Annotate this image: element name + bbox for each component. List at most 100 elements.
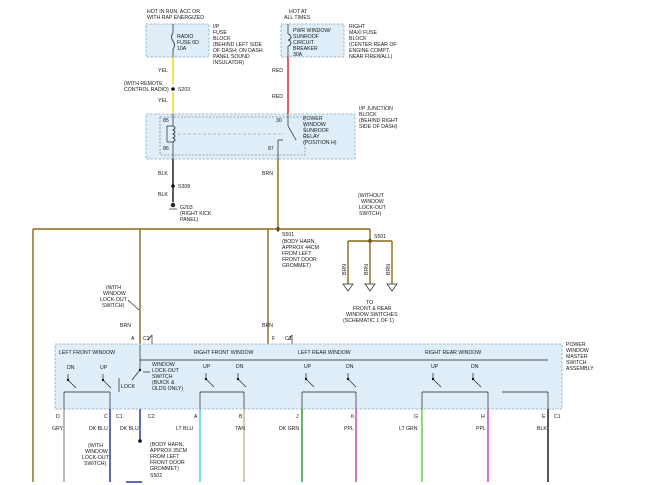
brn-a-label: BRN [342,264,348,275]
lr-dn: DN [346,364,354,370]
s502-with-3: LOCK-OUT [82,455,110,461]
s203-note-2: CONTROL RADIO) [124,87,169,93]
radio-fuse-symbol [171,32,175,50]
conn-f: F [272,336,275,342]
arrow-c [386,283,398,292]
to-switches-3: WINDOW SWITCHES [346,312,398,318]
rf-up: UP [203,364,211,370]
ground-symbol [170,202,176,208]
ip-fuse-loc-4: (BEHIND LEFT SIDE [213,42,262,48]
g203-loc-2: PANEL) [180,217,199,223]
pin-j: J [296,414,299,420]
s502-note-5: GROMMET) [150,466,179,472]
relay-pin-30: 30 [276,118,282,124]
section-right-rear: RIGHT REAR WINDOW [425,350,481,356]
lockout-label-3: SWITCH [152,374,173,380]
master-switch-assembly [54,343,563,410]
maxi-fuse-loc-4: (CENTER REAR OF [349,42,397,48]
s502-label: S502 [150,473,162,479]
lockout-label-5: OLDS ONLY) [152,386,183,392]
relay-inner-box [159,116,306,156]
label-lt-grn: LT GRN [399,426,418,432]
label-dk-grn: DK GRN [279,426,299,432]
right-maxi-fuse-block [280,23,345,58]
relay-pin-87: 87 [268,146,274,152]
master-name-1: POWER [566,342,586,348]
label-lt-blu: LT BLU [176,426,193,432]
g203-label: G203 [180,205,193,211]
pwr-fuse-line-5: 30A [293,52,303,58]
ip-fuse-loc-1: I/P [213,24,220,30]
ip-fuse-loc-5: OF DASH; ON DASH [213,48,263,54]
pin-c1: C1 [116,414,123,420]
g203-loc-1: (RIGHT KICK [180,211,212,217]
arrow-a [342,283,354,292]
yel-wire-label: YEL [158,68,168,74]
lockout-label-2: LOCK-OUT [152,368,180,374]
section-right-front: RIGHT FRONT WINDOW [194,350,254,356]
pin-c1-right: C1 [554,414,561,420]
lockout-label-4: (BUICK & [152,380,175,386]
section-left-rear: LEFT REAR WINDOW [298,350,351,356]
brn-c-label: BRN [386,264,392,275]
s502-with-4: SWITCH) [84,461,106,467]
ip-fuse-block [145,23,210,58]
junction-label-1: I/P JUNCTION [359,106,393,112]
rf-dn: DN [236,364,244,370]
relay-name-5: (POSITION H) [303,140,337,146]
relay-name-2: WINDOW [303,122,326,128]
master-name-3: MASTER [566,354,588,360]
radio-fuse-line-3: 10A [177,46,187,52]
s501-note-3: FROM LEFT [282,251,312,257]
s501b-note-2: WINDOW [361,199,384,205]
s308-label: S308 [178,184,190,190]
red-wire-label-2: RED [272,94,283,100]
s502-with-2: WINDOW [85,449,108,455]
label-ppl-2: PPL [476,426,486,432]
s501b-note-3: LOCK-OUT [359,205,387,211]
pin-e: E [542,414,546,420]
maxi-fuse-loc-5: ENGINE COMPT. [349,48,390,54]
lockout-label-1: WINDOW [152,362,175,368]
lockout-note-3: LOCK-OUT [100,297,128,303]
junction-label-2: BLOCK [359,112,377,118]
lock-label: LOCK [121,384,136,390]
maxi-fuse-loc-6: NEAR FIREWALL) [349,54,393,60]
rr-dn: DN [471,364,479,370]
hot-all-label-1: HOT AT [289,9,308,15]
label-blk: BLK [537,426,547,432]
relay-coil [172,125,176,143]
s203-label: S203 [178,87,190,93]
to-switches-1: TO [366,300,373,306]
section-left-front: LEFT FRONT WINDOW [59,350,115,356]
hot-run-label-2: WITH RAP ENERGIZED [147,15,204,21]
junction-label-3: (BEHIND RIGHT [359,118,399,124]
pwr-fuse-line-2: SUNROOF [293,34,319,40]
pin-a: A [194,414,198,420]
s501b-note-4: SWITCH) [359,211,381,217]
relay-name-3: SUNROOF [303,128,329,134]
maxi-fuse-loc-1: RIGHT [349,24,366,30]
pin-g: G [414,414,418,420]
s501-note-5: GROMMET) [282,263,311,269]
pin-b: B [239,414,243,420]
brn-center-label: BRN [262,323,273,329]
master-name-2: WINDOW [566,348,589,354]
ip-fuse-loc-3: BLOCK [213,36,231,42]
s501b-label: S501 [374,234,386,240]
ip-fuse-loc-6: PANEL SOUND [213,54,250,60]
brn-b-label: BRN [364,264,370,275]
ip-fuse-loc-2: FUSE [213,30,227,36]
maxi-fuse-loc-2: MAXI FUSE [349,30,377,36]
lf-up: UP [100,365,108,371]
s501-label: S501 [282,232,294,238]
lf-dn: DN [67,365,75,371]
relay-pin-86: 86 [163,146,169,152]
s502-with-1: (WITH [88,443,103,449]
rr-up: UP [431,364,439,370]
pin-c: C [104,414,108,420]
pin-k: K [351,414,355,420]
lr-up: UP [304,364,312,370]
conn-c2-top: C2 [143,336,150,342]
